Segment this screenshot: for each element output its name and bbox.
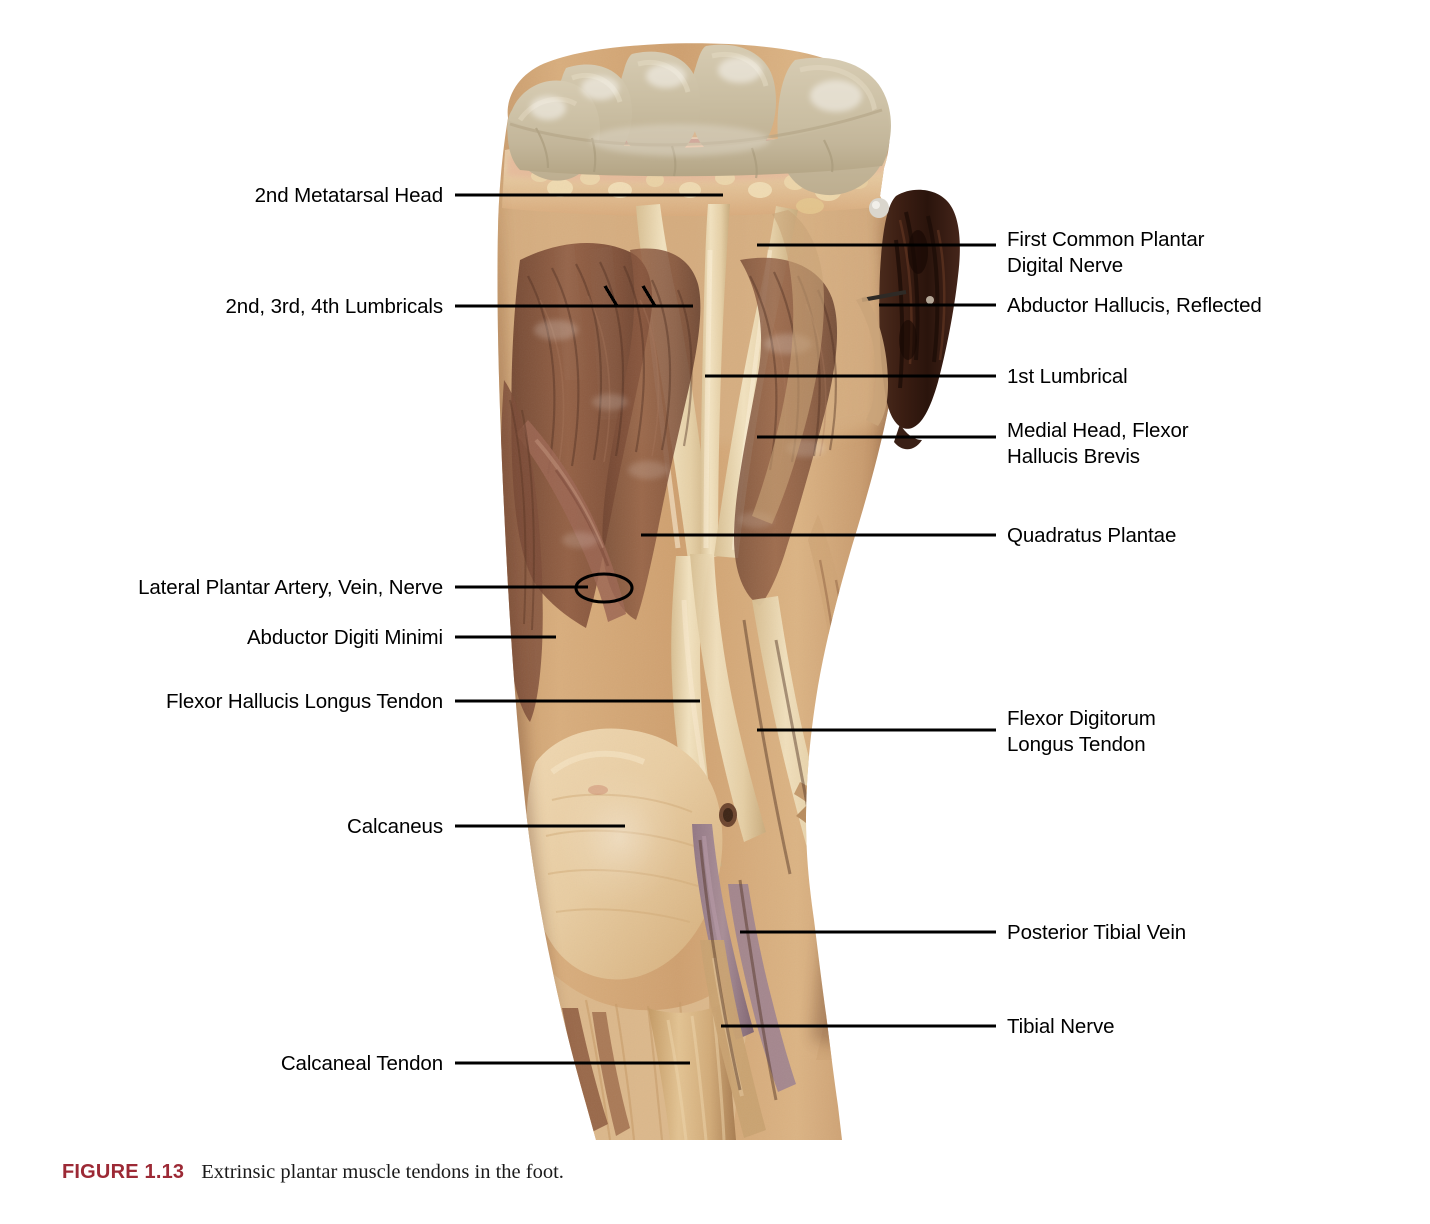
figure-caption: FIGURE 1.13 Extrinsic plantar muscle tend… [62,1161,1262,1184]
label-abductor-hallucis-reflected: Abductor Hallucis, Reflected [1007,294,1262,317]
label-calcaneal-tendon: Calcaneal Tendon [280,1052,443,1075]
specimen-body [497,43,900,1140]
abductor-hallucis-reflected [861,189,960,450]
label-2nd-metatarsal-head: 2nd Metatarsal Head [254,184,444,207]
label-1st-lumbrical: 1st Lumbrical [1007,365,1128,388]
label-flexor-digitorum-longus-tendon: Flexor Digitorum Longus Tendon [1007,707,1156,756]
label-tibial-nerve: Tibial Nerve [1007,1015,1115,1038]
figure-caption-text: Extrinsic plantar muscle tendons in the … [201,1161,564,1183]
abductor-hallucis-tendon [856,296,888,426]
toes [507,44,891,196]
label-lateral-plantar-artery-vein-nerve: Lateral Plantar Artery, Vein, Nerve [138,576,443,599]
anatomical-figure: 2nd Metatarsal Head 2nd, 3rd, 4th Lumbri… [138,43,1262,1140]
label-flexor-hallucis-longus-tendon: Flexor Hallucis Longus Tendon [165,690,443,713]
label-first-common-plantar-digital-nerve: First Common Plantar Digital Nerve [1007,228,1205,277]
label-abductor-digiti-minimi: Abductor Digiti Minimi [246,626,443,649]
label-lumbricals: 2nd, 3rd, 4th Lumbricals [225,295,443,318]
label-quadratus-plantae: Quadratus Plantae [1007,524,1177,547]
figure-number: FIGURE 1.13 [62,1161,185,1183]
label-medial-head-flexor-hallucis-brevis: Medial Head, Flexor Hallucis Brevis [1007,419,1189,468]
label-posterior-tibial-vein: Posterior Tibial Vein [1007,921,1187,944]
specimen-illustration [497,43,960,1140]
label-calcaneus: Calcaneus [347,815,443,838]
